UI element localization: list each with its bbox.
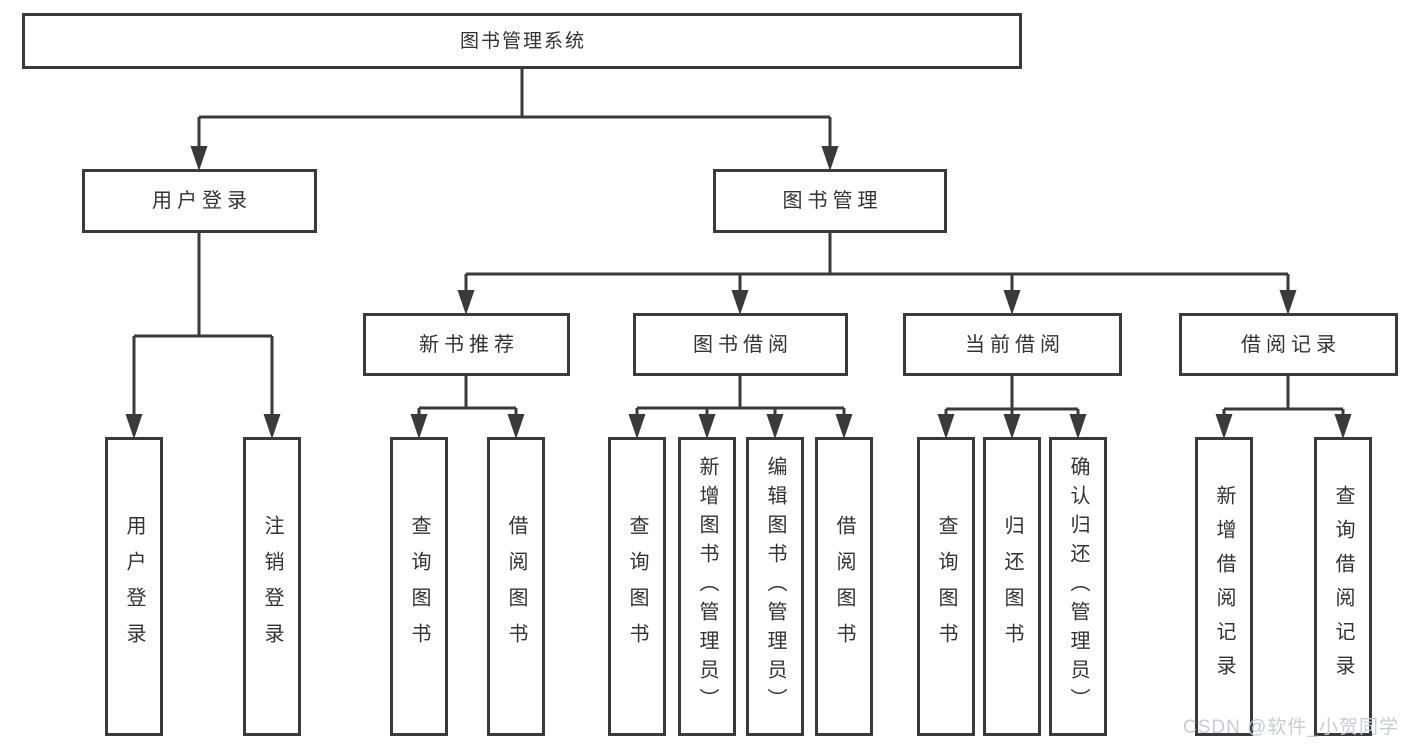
- node-new-book-recommend: 新书推荐: [363, 313, 570, 376]
- leaf-current-confirm-return-admin: 确认归还（管理员）: [1049, 437, 1107, 736]
- leaf-logout: 注销登录: [243, 437, 301, 736]
- leaf-borrow-query-book: 查询图书: [608, 437, 666, 736]
- node-root-system: 图书管理系统: [22, 13, 1022, 69]
- csdn-watermark: CSDN @软件_小贺同学: [1183, 717, 1399, 738]
- arrowheads: [125, 146, 1352, 439]
- node-book-borrow: 图书借阅: [633, 313, 848, 376]
- node-borrow-record: 借阅记录: [1179, 313, 1398, 376]
- leaf-borrow-edit-book-admin: 编辑图书（管理员）: [746, 437, 804, 736]
- node-current-borrow: 当前借阅: [903, 313, 1122, 376]
- leaf-borrow-borrow-book: 借阅图书: [815, 437, 873, 736]
- leaf-current-return-book: 归还图书: [983, 437, 1041, 736]
- leaf-newbook-borrow-book: 借阅图书: [487, 437, 545, 736]
- leaf-current-query-book: 查询图书: [917, 437, 975, 736]
- leaf-borrow-add-book-admin: 新增图书（管理员）: [678, 437, 736, 736]
- node-user-login: 用户登录: [82, 169, 317, 233]
- leaf-record-query-borrow-record: 查询借阅记录: [1314, 437, 1372, 736]
- leaf-newbook-query-book: 查询图书: [390, 437, 448, 736]
- leaf-user-login: 用户登录: [105, 437, 163, 736]
- node-book-management: 图书管理: [713, 169, 947, 233]
- leaf-record-add-borrow-record: 新增借阅记录: [1195, 437, 1253, 736]
